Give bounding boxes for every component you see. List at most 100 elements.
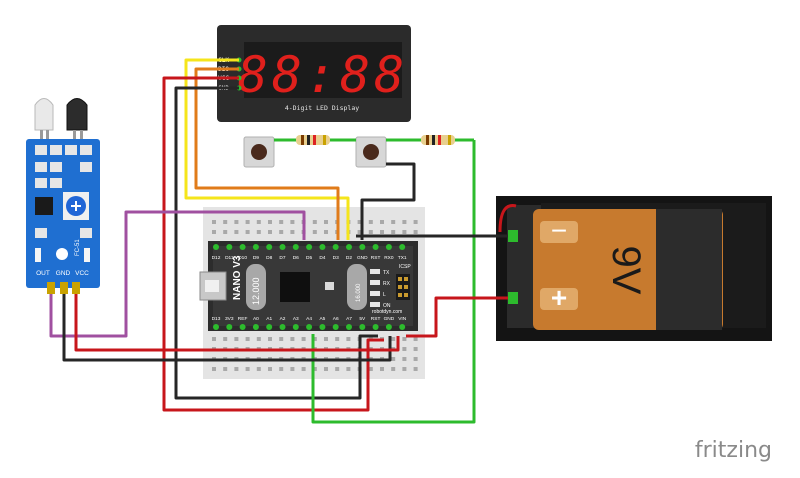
- ir-pin-gnd: GND: [56, 270, 71, 277]
- nano-top-pin: [279, 244, 286, 250]
- nano-top-pin-label: D11: [225, 255, 234, 261]
- breadboard-hole: [413, 357, 418, 361]
- breadboard-hole: [346, 337, 351, 341]
- nano-bottom-pin: [306, 324, 313, 330]
- led-display-module: 88:88 4-Digit LED Display CLK DIO VCC GN…: [217, 25, 411, 122]
- breadboard-hole: [234, 220, 239, 224]
- breadboard-hole: [290, 337, 295, 341]
- breadboard-hole: [391, 337, 396, 341]
- nano-bottom-pin-label: A5: [319, 316, 325, 322]
- nano-bottom-pin-label: RST: [371, 316, 381, 322]
- breadboard-hole: [324, 367, 328, 371]
- breadboard-hole: [223, 220, 228, 224]
- breadboard-hole: [413, 367, 418, 371]
- wire-clk-yellow: [184, 58, 350, 240]
- nano-top-pin: [372, 244, 379, 250]
- wire-gnd-black-display: [174, 86, 378, 400]
- breadboard-hole: [380, 230, 384, 234]
- breadboard-hole: [301, 367, 306, 371]
- breadboard-hole: [402, 230, 407, 234]
- breadboard-hole: [223, 230, 228, 234]
- nano-bottom-pin: [385, 324, 392, 330]
- nano-bottom-pin: [279, 324, 286, 330]
- nano-top-pin-label: TX1: [398, 255, 407, 261]
- nano-top-pin: [252, 244, 259, 250]
- nano-bottom-pin-label: VIN: [398, 316, 407, 322]
- wire-battery-plus: [406, 296, 512, 338]
- breadboard-hole: [402, 367, 407, 371]
- nano-bottom-pin: [332, 324, 339, 330]
- nano-bottom-pin: [346, 324, 352, 330]
- nano-top-pin-label: D3: [333, 255, 339, 261]
- breadboard-hole: [223, 367, 228, 371]
- breadboard-hole: [279, 337, 284, 341]
- nano-top-pin-label: RX0: [384, 255, 394, 261]
- breadboard-hole: [268, 337, 272, 341]
- breadboard-hole: [256, 220, 261, 224]
- nano-bottom-pin-label: A3: [293, 316, 299, 322]
- breadboard-hole: [245, 367, 250, 371]
- breadboard-hole: [402, 220, 407, 224]
- breadboard-hole: [212, 337, 216, 341]
- breadboard-hole: [413, 230, 418, 234]
- wire-ir-out-purple: [49, 210, 306, 338]
- nano-bottom-pin: [319, 324, 326, 330]
- nano-top-pin: [226, 244, 233, 250]
- nano-bottom-pin-label: D13: [212, 316, 221, 322]
- breadboard-hole: [245, 230, 250, 234]
- nano-bottom-pin-label: A2: [280, 316, 286, 322]
- breadboard-hole: [357, 220, 362, 224]
- breadboard-hole: [402, 357, 407, 361]
- breadboard-hole: [312, 220, 317, 224]
- wire-green-analog: [311, 140, 476, 424]
- breadboard-hole: [268, 230, 272, 234]
- wire-ir-vcc-red: [74, 290, 400, 352]
- nano-top-pin-label: D5: [306, 255, 312, 261]
- breadboard-hole: [279, 230, 284, 234]
- led-label-l: L: [383, 292, 386, 298]
- nano-top-pin: [266, 244, 273, 250]
- breadboard-hole: [335, 367, 340, 371]
- nano-bottom-pin-label: A1: [266, 316, 272, 322]
- breadboard-hole: [290, 230, 295, 234]
- wires: [49, 58, 518, 424]
- maker-label: robotdyn.com: [372, 309, 402, 315]
- nano-top-pin: [332, 244, 339, 250]
- breadboard-hole: [335, 337, 340, 341]
- breadboard-hole: [402, 337, 407, 341]
- nano-top-pin: [359, 244, 366, 250]
- nano-bottom-pin: [252, 324, 259, 330]
- ir-pin-vcc: VCC: [75, 270, 89, 277]
- nano-top-pin-label: D12: [212, 255, 221, 261]
- breadboard-hole: [268, 220, 272, 224]
- nano-top-pin-label: GND: [357, 255, 368, 261]
- breadboard-hole: [413, 347, 418, 351]
- resistor-1: [274, 135, 356, 145]
- fritzing-brand: fritzing: [695, 438, 772, 463]
- breadboard-hole: [245, 220, 250, 224]
- display-caption: 4-Digit LED Display: [285, 104, 359, 112]
- nano-top-pin-label: D10: [238, 255, 247, 261]
- breadboard-hole: [413, 220, 418, 224]
- wire-button-gnd-black: [360, 162, 416, 240]
- breadboard-hole: [368, 220, 373, 224]
- icsp-header: [396, 274, 410, 300]
- nano-bottom-pin-label: REF: [238, 316, 248, 322]
- breadboard-hole: [212, 367, 216, 371]
- breadboard-hole: [301, 337, 306, 341]
- led-label-on: ON: [383, 303, 391, 309]
- nano-top-pin: [213, 244, 219, 250]
- nano-top-pin-label: D8: [266, 255, 272, 261]
- breadboard-hole: [245, 337, 250, 341]
- breadboard-hole: [234, 230, 239, 234]
- battery-minus: −: [551, 215, 567, 246]
- nano-bottom-pin-label: A7: [346, 316, 352, 322]
- breadboard-hole: [268, 367, 272, 371]
- nano-top-pin: [319, 244, 326, 250]
- breadboard-hole: [290, 220, 295, 224]
- breadboard-hole: [368, 367, 373, 371]
- nano-top-pin: [385, 244, 392, 250]
- breadboard-hole: [234, 367, 239, 371]
- nano-top-pin-label: D9: [253, 255, 259, 261]
- arduino-nano: NANO V3 12.000 16.000 TX RX L ON ICSP ro…: [199, 241, 418, 331]
